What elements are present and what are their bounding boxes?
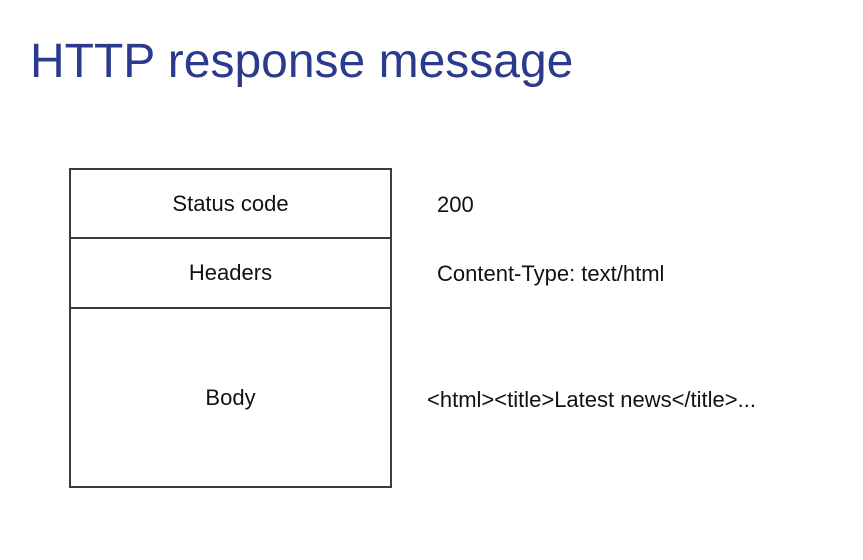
slide-title: HTTP response message bbox=[30, 35, 574, 88]
headers-label: Headers bbox=[188, 260, 273, 285]
body-label: Body bbox=[205, 384, 256, 410]
status-code-label: Status code bbox=[172, 190, 289, 216]
body-section: Body bbox=[71, 309, 390, 486]
response-message-diagram: Status code Headers Body bbox=[69, 168, 392, 488]
body-example: <html><title>Latest news</title>... bbox=[427, 387, 756, 412]
headers-example: Content-Type: text/html bbox=[437, 261, 665, 286]
status-code-example: 200 bbox=[437, 192, 474, 217]
status-code-section: Status code bbox=[71, 170, 390, 239]
headers-section: Headers bbox=[71, 239, 390, 309]
